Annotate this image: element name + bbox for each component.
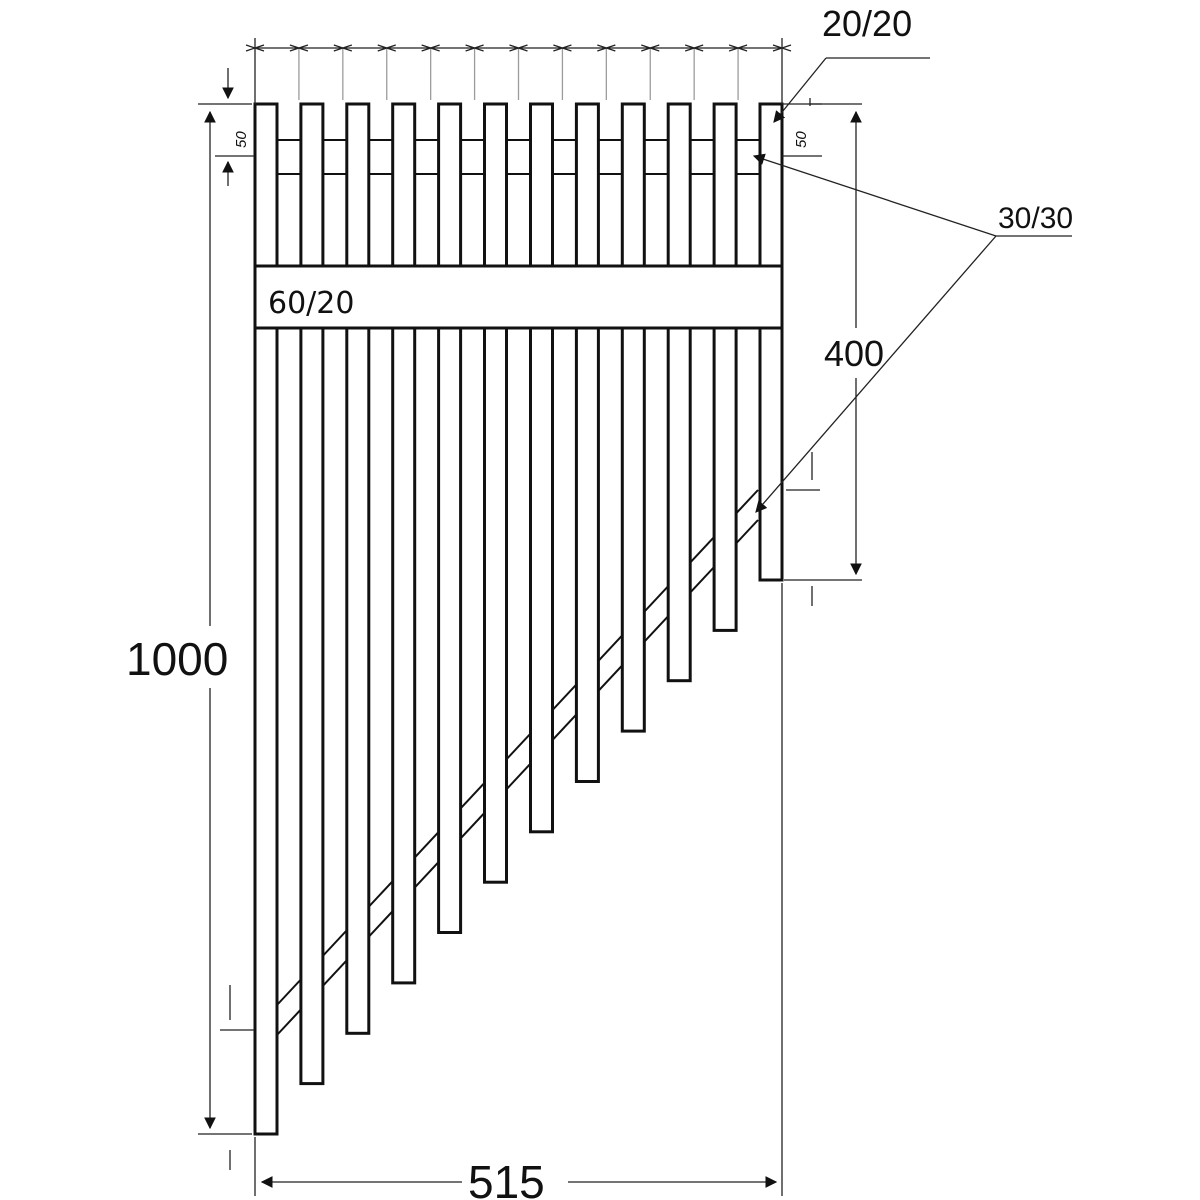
spacing-tick xyxy=(553,44,572,52)
rail-section-label: 30/30 xyxy=(998,202,1073,235)
picket xyxy=(391,102,417,985)
picket xyxy=(666,102,692,683)
spacing-tick xyxy=(728,44,748,52)
spacing-tick xyxy=(772,44,792,52)
picket xyxy=(345,102,371,1035)
left-offset-label: 50 xyxy=(233,131,250,148)
height-label: 1000 xyxy=(126,633,228,685)
picket-section-callout: 20/20 xyxy=(773,3,930,123)
short-height-label: 400 xyxy=(824,333,884,374)
picket-section-label: 20/20 xyxy=(822,3,912,44)
width-label: 515 xyxy=(468,1156,545,1200)
spacing-tick xyxy=(465,44,484,52)
spacing-tick xyxy=(377,44,396,52)
spacing-tick xyxy=(289,44,309,52)
picket xyxy=(529,102,554,834)
picket xyxy=(483,102,508,884)
rail-section-callout: 30/30 xyxy=(752,153,1073,513)
left-top-offset: 50 xyxy=(215,68,254,186)
picket xyxy=(758,102,784,582)
right-offset-label: 50 xyxy=(793,131,810,148)
right-top-offset: 50 xyxy=(782,98,822,157)
spacing-tick xyxy=(684,44,704,52)
crossbar: 60/20 xyxy=(253,264,784,330)
picket xyxy=(253,102,279,1136)
short-height-dimension: 400 xyxy=(784,103,898,606)
spacing-tick xyxy=(421,44,440,52)
width-dimension: 515 xyxy=(254,583,783,1200)
picket xyxy=(620,102,646,733)
pickets xyxy=(253,102,784,1136)
spacing-tick xyxy=(641,44,660,52)
top-spacing-dimension xyxy=(245,38,792,104)
picket xyxy=(299,102,325,1086)
spacing-tick xyxy=(597,44,616,52)
spacing-tick xyxy=(333,44,353,52)
picket xyxy=(574,102,600,783)
picket xyxy=(437,102,463,934)
crossbar-section-label: 60/20 xyxy=(268,286,354,321)
picket xyxy=(712,102,738,632)
spacing-tick xyxy=(509,44,528,52)
height-dimension: 1000 xyxy=(120,103,254,1170)
spacing-tick xyxy=(245,44,265,52)
